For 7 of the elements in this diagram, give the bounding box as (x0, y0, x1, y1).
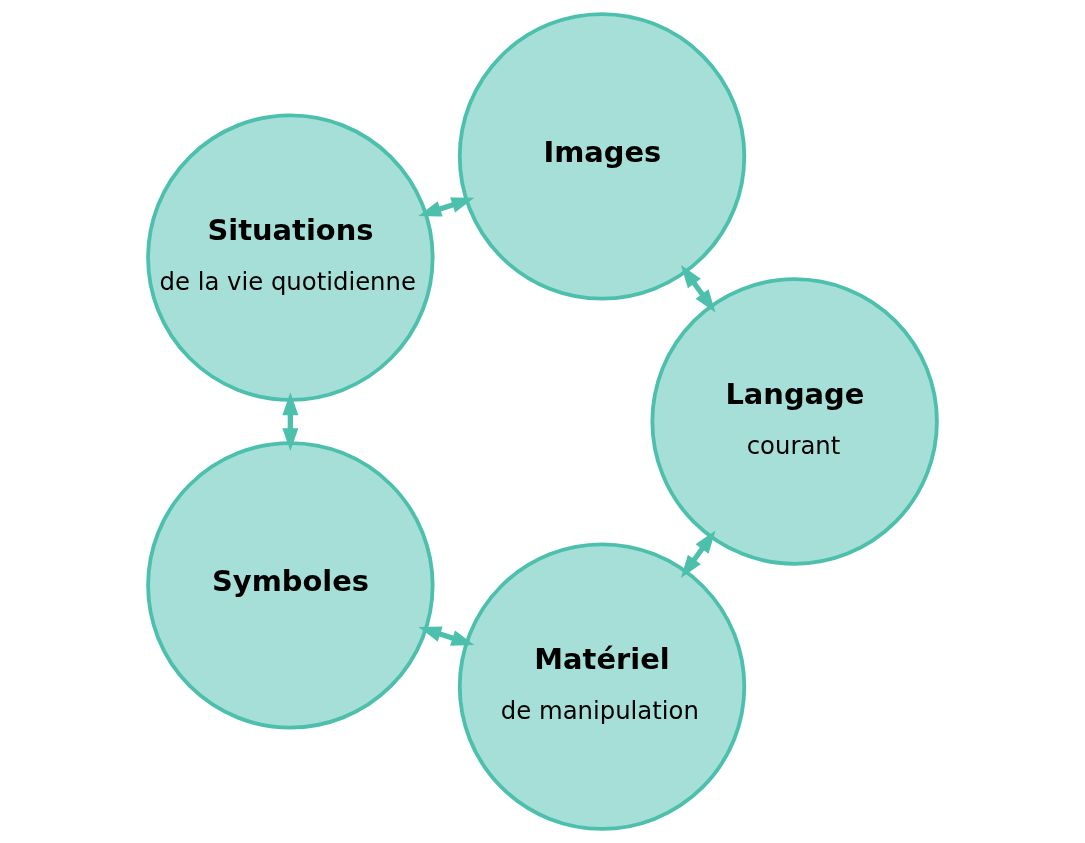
arrow (680, 530, 716, 578)
arrow (418, 197, 475, 217)
arrow (680, 264, 716, 313)
node-circle: Symboles (146, 441, 435, 730)
arrow (282, 392, 299, 452)
node-circle: Situations de la vie quotidienne (146, 113, 435, 402)
arrow (418, 626, 475, 646)
